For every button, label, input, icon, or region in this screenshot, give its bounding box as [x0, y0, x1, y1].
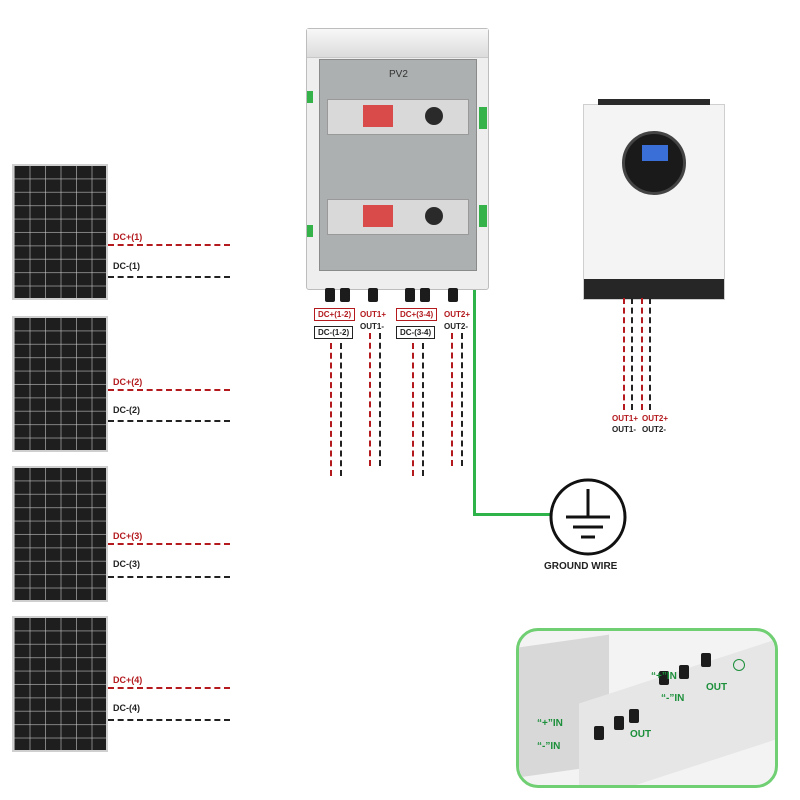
- wire-out1-neg: [379, 333, 381, 466]
- zoom-connector-icon: [594, 726, 604, 740]
- panel-3-pos-wire: [108, 543, 230, 545]
- breaker-row-2: [327, 199, 469, 235]
- tag-dc-pos-1-2: DC+(1-2): [314, 308, 356, 321]
- panel-3-neg-label: DC-(3): [113, 559, 140, 569]
- ground-symbol-icon: [549, 478, 627, 556]
- isolator-switch-2-icon: [425, 207, 443, 225]
- hinge-icon: [307, 225, 313, 237]
- inverter: [583, 99, 725, 300]
- zoom-connector-icon: [614, 716, 624, 730]
- latch-icon: [479, 205, 487, 227]
- combiner-box-label: PV2: [389, 69, 408, 80]
- connector-icon: [325, 288, 335, 302]
- combiner-box-cap: [307, 29, 488, 58]
- solar-panel-4: [12, 616, 108, 752]
- panel-1-pos-label: DC+(1): [113, 232, 143, 242]
- connector-icon: [420, 288, 430, 302]
- solar-panel-3: [12, 466, 108, 602]
- wire-out1-pos: [369, 333, 371, 466]
- label-out1-neg: OUT1-: [360, 322, 384, 331]
- hinge-icon: [307, 91, 313, 103]
- panel-2-pos-wire: [108, 389, 230, 391]
- panel-3-pos-label: DC+(3): [113, 531, 143, 541]
- inverter-label-out2-pos: OUT2+: [642, 414, 669, 423]
- panel-2-pos-label: DC+(2): [113, 377, 143, 387]
- latch-icon: [479, 107, 487, 129]
- combiner-box: PV2: [306, 28, 489, 290]
- label-out1-pos: OUT1+: [360, 310, 387, 319]
- zoom-connector-icon: [701, 653, 711, 667]
- zoom-label-neg-in-1: “-”IN: [537, 741, 561, 752]
- ground-wire-vertical: [473, 290, 476, 516]
- ground-wire-label: GROUND WIRE: [544, 561, 618, 572]
- inverter-wire-out2-neg: [649, 298, 651, 410]
- connector-icon: [340, 288, 350, 302]
- zoom-ground-icon: [733, 659, 745, 671]
- zoom-connector-icon: [679, 665, 689, 679]
- breaker-row-1: [327, 99, 469, 135]
- panel-3-neg-wire: [108, 576, 230, 578]
- ground-wire-horizontal: [473, 513, 550, 516]
- inverter-wire-out2-pos: [641, 298, 643, 410]
- zoom-label-pos-in-2: “+”IN: [651, 671, 677, 682]
- inverter-label-out1-pos: OUT1+: [612, 414, 639, 423]
- panel-1-neg-label: DC-(1): [113, 261, 140, 271]
- zoom-connector-icon: [659, 671, 669, 685]
- inverter-wire-out1-neg: [631, 298, 633, 410]
- inverter-wire-out1-pos: [623, 298, 625, 410]
- wire-dc-neg-1-2: [340, 343, 342, 476]
- panel-1-pos-wire: [108, 244, 230, 246]
- tag-dc-neg-3-4: DC-(3-4): [396, 326, 436, 339]
- label-out2-pos: OUT2+: [444, 310, 471, 319]
- panel-2-neg-wire: [108, 420, 230, 422]
- panel-2-neg-label: DC-(2): [113, 405, 140, 415]
- label-out2-neg: OUT2-: [444, 322, 468, 331]
- wire-out2-pos: [451, 333, 453, 466]
- inverter-base: [584, 279, 724, 299]
- panel-4-pos-wire: [108, 687, 230, 689]
- inverter-label-out2-neg: OUT2-: [642, 425, 666, 434]
- isolator-switch-1-icon: [425, 107, 443, 125]
- wire-dc-neg-3-4: [422, 343, 424, 476]
- connector-icon: [448, 288, 458, 302]
- zoom-label-pos-in-1: “+”IN: [537, 718, 563, 729]
- tag-dc-neg-1-2: DC-(1-2): [314, 326, 354, 339]
- zoom-label-out-2: OUT: [706, 682, 728, 693]
- solar-panel-1: [12, 164, 108, 300]
- zoom-label-neg-in-2: “-”IN: [661, 693, 685, 704]
- panel-4-neg-wire: [108, 719, 230, 721]
- wire-out2-neg: [461, 333, 463, 466]
- wire-dc-pos-3-4: [412, 343, 414, 476]
- inverter-label-out1-neg: OUT1-: [612, 425, 636, 434]
- zoom-label-out-1: OUT: [630, 729, 652, 740]
- panel-4-pos-label: DC+(4): [113, 675, 143, 685]
- inverter-top-edge: [598, 99, 710, 105]
- wire-dc-pos-1-2: [330, 343, 332, 476]
- zoom-connector-icon: [629, 709, 639, 723]
- connector-icon: [368, 288, 378, 302]
- fuse-holder-2: [363, 205, 393, 227]
- inverter-display: [622, 131, 686, 195]
- inverter-screen: [642, 145, 668, 161]
- connector-icon: [405, 288, 415, 302]
- tag-dc-pos-3-4: DC+(3-4): [396, 308, 438, 321]
- solar-panel-2: [12, 316, 108, 452]
- combiner-box-cover: [319, 59, 477, 271]
- panel-4-neg-label: DC-(4): [113, 703, 140, 713]
- panel-1-neg-wire: [108, 276, 230, 278]
- zoom-inset: [516, 628, 778, 788]
- fuse-holder-1: [363, 105, 393, 127]
